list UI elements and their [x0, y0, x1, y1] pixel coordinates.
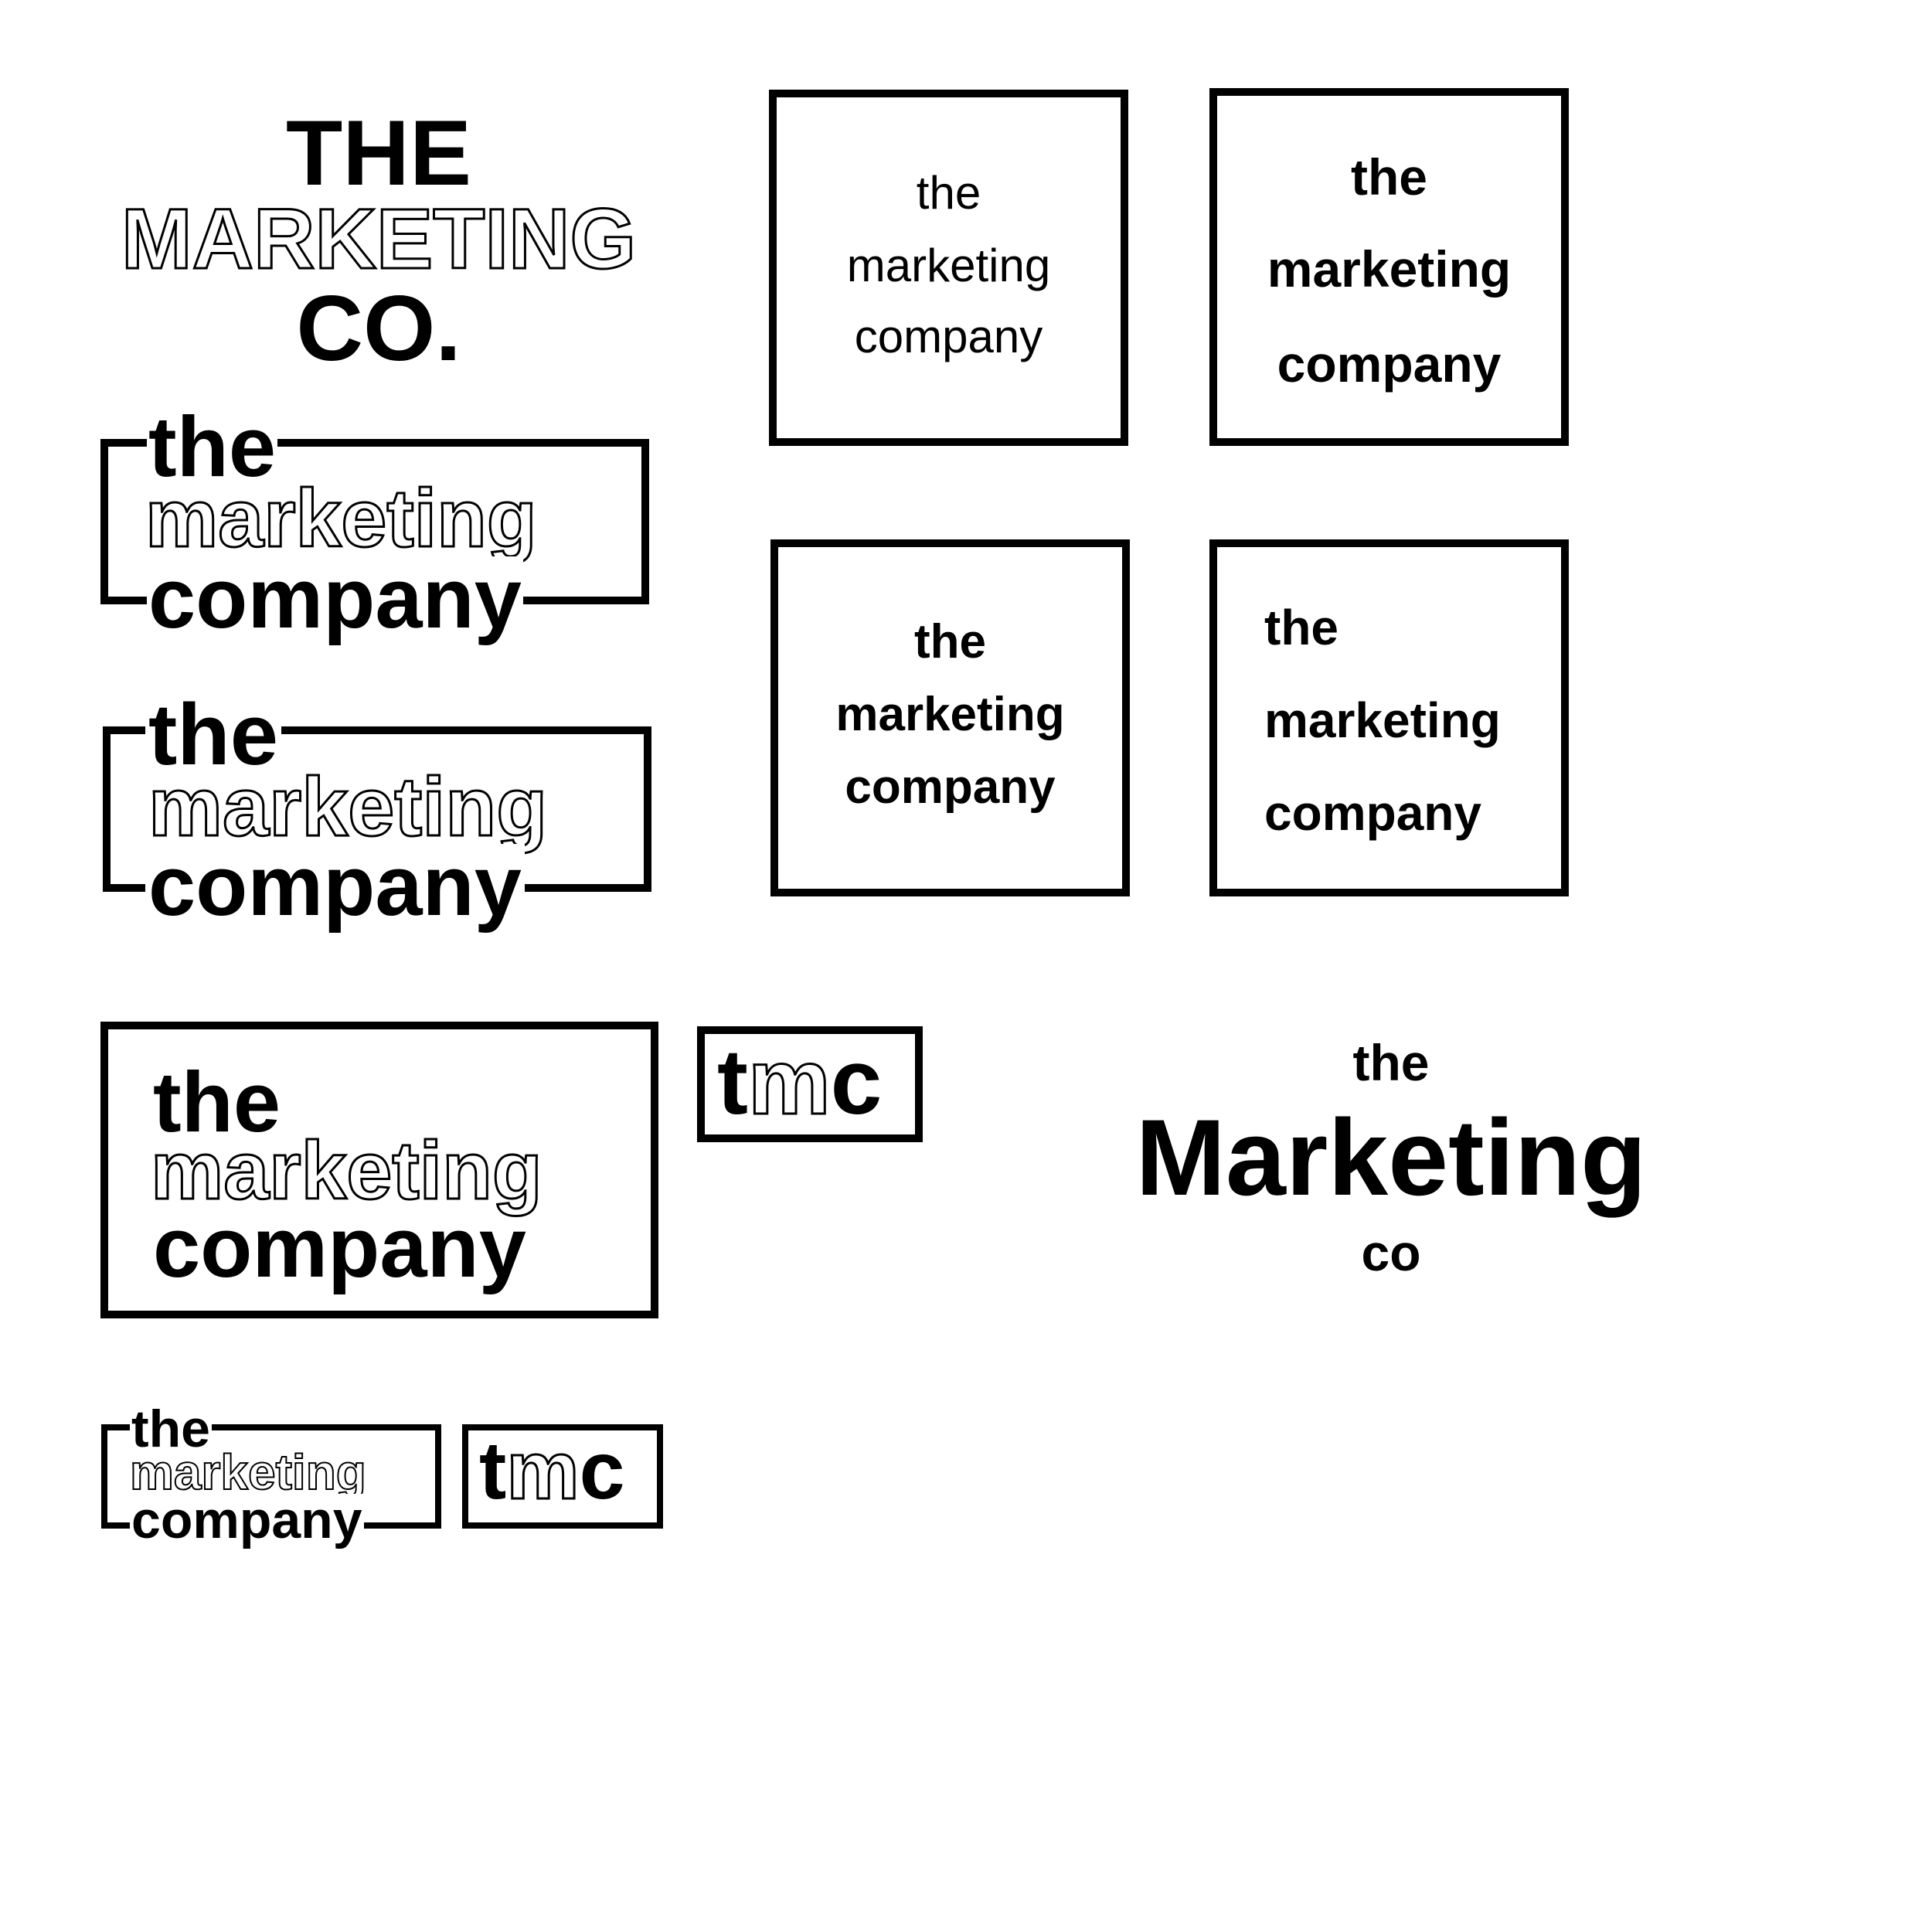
logo-line-the: the: [145, 692, 281, 778]
logo-line-marketing: Marketing: [1135, 1097, 1647, 1218]
logo-frame: [697, 1026, 923, 1142]
logo-frame: [1209, 539, 1569, 896]
logo-frame: [100, 1022, 658, 1318]
tmc-letter-c: c: [579, 1425, 625, 1516]
tmc-letter-m: m: [747, 1030, 832, 1134]
logo-line-the: the: [1264, 600, 1338, 655]
logo-frame: [462, 1424, 663, 1529]
logo-frame: [769, 90, 1128, 446]
logo-line-marketing: marketing: [129, 1444, 367, 1500]
logo-frame: [770, 539, 1130, 896]
logo-line-the: the: [130, 1400, 212, 1458]
logo-line-the: the: [916, 167, 981, 219]
logo-line-company: company: [145, 844, 525, 929]
logo-line-company: company: [153, 1200, 526, 1295]
logo-line-marketing: marketing: [147, 760, 548, 853]
logo-line-company: company: [1277, 335, 1502, 393]
logo-line-marketing: MARKETING: [120, 192, 637, 287]
tmc-letter-m: m: [505, 1425, 580, 1516]
tmc-letter-t: t: [717, 1030, 748, 1134]
logo-line-company: company: [130, 1491, 364, 1549]
logo-line-co: CO.: [296, 277, 461, 380]
logo-line-marketing: marketing: [835, 688, 1065, 741]
logo-line-marketing: marketing: [1267, 240, 1512, 298]
tmc-wordmark: tmc: [717, 1035, 882, 1130]
tmc-letter-t: t: [479, 1425, 507, 1516]
logo-line-company: company: [845, 760, 1056, 814]
logo-line-company: company: [1264, 785, 1481, 841]
logo-line-the: the: [153, 1055, 281, 1150]
logo-line-company: company: [854, 311, 1043, 362]
logo-frame: [1209, 88, 1569, 446]
logo-line-co: co: [1361, 1224, 1421, 1281]
logo-line-the: the: [914, 615, 986, 668]
tmc-wordmark: tmc: [479, 1429, 625, 1513]
logo-line-marketing: marketing: [150, 1125, 544, 1216]
logo-line-the: the: [1352, 1034, 1430, 1091]
logo-line-the: the: [1351, 148, 1427, 206]
logo-line-company: company: [147, 551, 523, 646]
logo-line-marketing: marketing: [1264, 692, 1501, 748]
logo-line-the: the: [147, 400, 277, 495]
tmc-letter-c: c: [830, 1030, 883, 1134]
logo-line-marketing: marketing: [145, 473, 539, 564]
logo-line-marketing: marketing: [846, 240, 1051, 291]
logo-line-the: THE: [286, 101, 471, 205]
